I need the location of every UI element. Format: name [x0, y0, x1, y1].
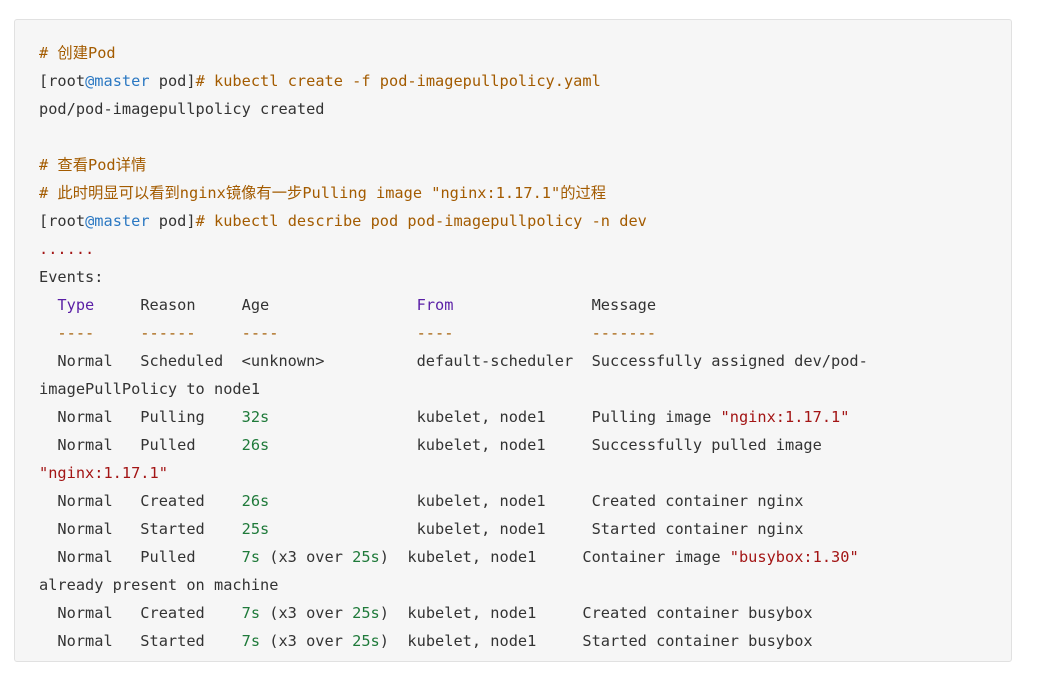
code-token: 25s	[352, 604, 380, 622]
code-token: "nginx:1.17.1"	[39, 464, 168, 482]
code-token: @master	[85, 72, 150, 90]
code-token: kubelet, node1 Started container nginx	[269, 520, 804, 538]
code-line: ......	[39, 235, 1011, 263]
code-token: # kubectl create -f pod-imagepullpolicy.…	[195, 72, 601, 90]
code-token: kubelet, node1 Created container nginx	[269, 492, 804, 510]
code-token: pod]	[149, 72, 196, 90]
code-token: From	[416, 296, 454, 314]
code-token: Normal Pulled	[39, 548, 242, 566]
code-line	[39, 123, 1011, 151]
code-line: already present on machine	[39, 571, 1011, 599]
code-token: # 此时明显可以看到nginx镜像有一步Pulling image "nginx…	[39, 184, 607, 202]
code-token: (x3 over	[260, 604, 353, 622]
code-line: "nginx:1.17.1"	[39, 459, 1011, 487]
code-line: Normal Started 25s kubelet, node1 Starte…	[39, 515, 1011, 543]
code-line: Normal Created 7s (x3 over 25s) kubelet,…	[39, 599, 1011, 627]
code-line: [root@master pod]# kubectl create -f pod…	[39, 67, 1011, 95]
code-line: # 此时明显可以看到nginx镜像有一步Pulling image "nginx…	[39, 179, 1011, 207]
code-token: # 创建Pod	[39, 44, 116, 62]
code-token: Events:	[39, 268, 104, 286]
code-token: Type	[57, 296, 95, 314]
code-line: # 创建Pod	[39, 39, 1011, 67]
code-line: Normal Scheduled <unknown> default-sched…	[39, 347, 1011, 375]
code-token: Normal Pulled	[39, 436, 242, 454]
code-token: ) kubelet, node1 Started container busyb…	[379, 632, 813, 650]
code-token: pod/pod-imagepullpolicy created	[39, 100, 325, 118]
code-token: 32s	[241, 408, 270, 426]
code-token: Message	[453, 296, 657, 314]
code-line: Normal Pulled 26s kubelet, node1 Success…	[39, 431, 1011, 459]
code-token: [root	[39, 72, 86, 90]
code-token: Normal Created	[39, 492, 242, 510]
code-token: 7s	[241, 604, 261, 622]
code-line: Normal Started 7s (x3 over 25s) kubelet,…	[39, 627, 1011, 655]
code-token: imagePullPolicy to node1	[39, 380, 261, 398]
code-line: ---- ------ ---- ---- -------	[39, 319, 1011, 347]
code-line: Normal Created 26s kubelet, node1 Create…	[39, 487, 1011, 515]
code-line: Events:	[39, 263, 1011, 291]
code-line: [root@master pod]# kubectl describe pod …	[39, 207, 1011, 235]
code-token: 7s	[241, 548, 261, 566]
code-token: ---- ------ ---- ---- -------	[39, 324, 657, 342]
code-token: Normal Created	[39, 604, 242, 622]
code-token: Normal Started	[39, 520, 242, 538]
code-token: already present on machine	[39, 576, 279, 594]
code-token: ) kubelet, node1 Created container busyb…	[379, 604, 813, 622]
code-token: 25s	[241, 520, 270, 538]
code-token: kubelet, node1 Pulling image	[269, 408, 721, 426]
code-token: # kubectl describe pod pod-imagepullpoli…	[195, 212, 647, 230]
code-token: "busybox:1.30"	[729, 548, 859, 566]
code-token: [root	[39, 212, 86, 230]
code-line: imagePullPolicy to node1	[39, 375, 1011, 403]
code-line: Type Reason Age From Message	[39, 291, 1011, 319]
code-line: Normal Pulling 32s kubelet, node1 Pullin…	[39, 403, 1011, 431]
code-token: 25s	[352, 548, 380, 566]
code-token: Reason Age	[94, 296, 417, 314]
code-token	[39, 296, 57, 314]
code-token: (x3 over	[260, 632, 353, 650]
code-token: 26s	[241, 436, 270, 454]
code-token: Normal Started	[39, 632, 242, 650]
code-token: ......	[39, 240, 95, 258]
code-line: # 查看Pod详情	[39, 151, 1011, 179]
code-token: Normal Scheduled <unknown> default-sched…	[39, 352, 868, 370]
code-token: 7s	[241, 632, 261, 650]
code-token: (x3 over	[260, 548, 353, 566]
code-token: "nginx:1.17.1"	[720, 408, 850, 426]
code-token: ) kubelet, node1 Container image	[379, 548, 730, 566]
code-line: pod/pod-imagepullpolicy created	[39, 95, 1011, 123]
code-token: pod]	[149, 212, 196, 230]
code-token: @master	[85, 212, 150, 230]
code-token: 25s	[352, 632, 380, 650]
code-token: Normal Pulling	[39, 408, 242, 426]
code-token: kubelet, node1 Successfully pulled image	[269, 436, 822, 454]
code-token: # 查看Pod详情	[39, 156, 147, 174]
code-token: 26s	[241, 492, 270, 510]
code-line: Normal Pulled 7s (x3 over 25s) kubelet, …	[39, 543, 1011, 571]
code-block: # 创建Pod[root@master pod]# kubectl create…	[14, 19, 1012, 662]
